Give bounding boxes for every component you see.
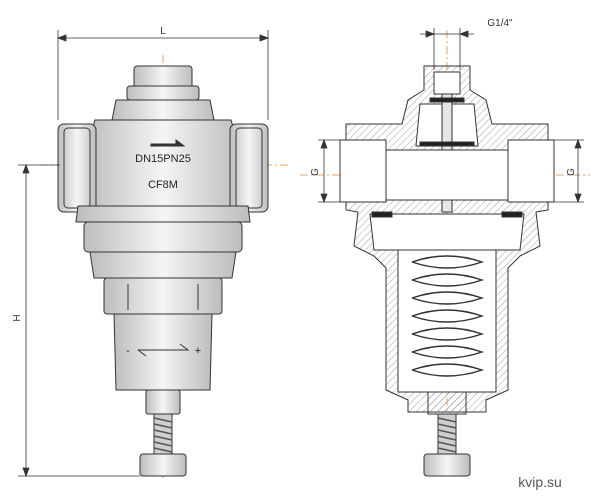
seal-rings (371, 97, 523, 218)
section-inlet-bore (339, 139, 387, 203)
dimension-thread-right (550, 138, 584, 204)
top-cap (133, 65, 193, 89)
exterior-view (40, 55, 290, 478)
section-view (300, 30, 590, 478)
watermark: kvip.su (518, 474, 562, 490)
adjust-arrow-icon (137, 343, 190, 357)
length-label: L (160, 26, 166, 37)
thread-right-label: G (566, 168, 577, 176)
size-rating-marking: DN15PN25 (135, 153, 191, 165)
dimension-length (56, 30, 270, 120)
diaphragm-chamber (369, 213, 525, 251)
adjustment-sleeve (113, 313, 213, 391)
dimension-thread-left (318, 138, 344, 204)
material-marking: CF8M (148, 179, 178, 191)
adjust-plus-label: + (195, 345, 201, 357)
lower-housing (103, 277, 223, 315)
section-lock-nut (423, 453, 471, 477)
dimension-top-port (420, 28, 474, 70)
section-outlet-bore (507, 139, 555, 203)
top-port-label: G1/4" (487, 18, 513, 29)
bonnet (75, 205, 251, 223)
dimension-height (18, 163, 140, 478)
thread-left-label: G (310, 168, 321, 176)
height-label: H (12, 314, 23, 321)
adjust-minus-label: - (126, 345, 130, 357)
compression-spring (411, 255, 485, 377)
flow-arrow-icon (150, 139, 186, 147)
lock-nut (139, 453, 187, 477)
